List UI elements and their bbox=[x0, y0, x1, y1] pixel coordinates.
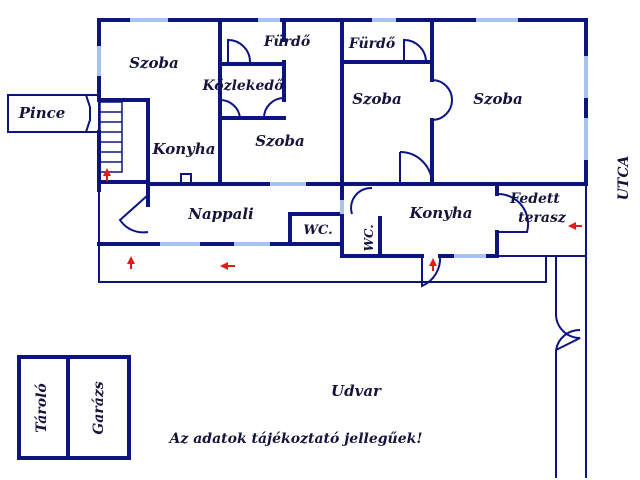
room-furdo-2: Fürdő bbox=[348, 36, 396, 52]
room-szoba-center: Szoba bbox=[255, 132, 305, 150]
arrow-left-yard bbox=[220, 262, 228, 270]
label-utca: UTCA bbox=[616, 156, 632, 201]
arrows bbox=[103, 168, 582, 271]
room-nappali: Nappali bbox=[187, 205, 254, 223]
room-pince: Pince bbox=[18, 104, 66, 122]
room-szoba-right-small: Szoba bbox=[352, 90, 402, 108]
arrow-left-terrace bbox=[568, 222, 576, 230]
doors bbox=[118, 38, 581, 351]
label-tarolo: Tároló bbox=[34, 383, 50, 433]
arrow-up-yard bbox=[127, 256, 135, 264]
label-garazs: Garázs bbox=[91, 381, 107, 434]
room-konyha-left: Konyha bbox=[152, 140, 216, 158]
disclaimer-note: Az adatok tájékoztató jellegűek! bbox=[168, 431, 423, 447]
label-udvar: Udvar bbox=[331, 382, 382, 400]
windows bbox=[97, 18, 588, 258]
room-konyha-right: Konyha bbox=[409, 204, 473, 222]
room-szoba-right-large: Szoba bbox=[473, 90, 523, 108]
arrow-up-kitchen bbox=[429, 258, 437, 266]
outbuilding bbox=[17, 355, 131, 460]
room-wc-2: WC. bbox=[362, 225, 376, 252]
arrow-up-stairs bbox=[103, 168, 111, 176]
room-kozlekedo: Közlekedő bbox=[201, 78, 284, 94]
room-wc-1: WC. bbox=[303, 223, 332, 238]
room-szoba-top-left: Szoba bbox=[129, 54, 179, 72]
room-furdo-1: Fürdő bbox=[263, 34, 311, 50]
room-fedett-line2: terasz bbox=[518, 210, 567, 226]
walls bbox=[7, 18, 588, 478]
room-fedett-line1: Fedett bbox=[509, 191, 560, 207]
